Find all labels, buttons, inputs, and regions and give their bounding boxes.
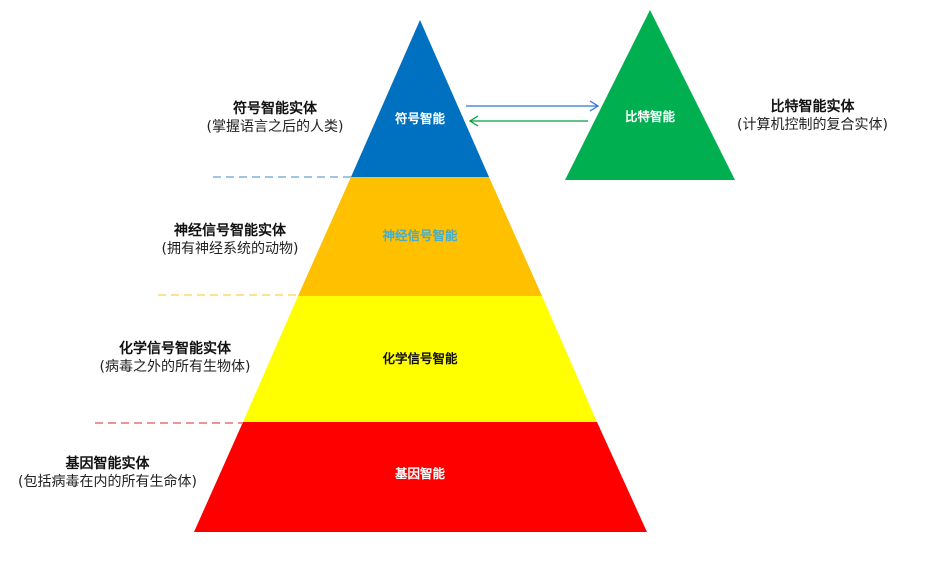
caption-bit: 比特智能实体 (计算机控制的复合实体) — [725, 98, 900, 134]
inner-label-chemical: 化学信号智能 — [382, 351, 458, 366]
layer-gene — [194, 422, 647, 532]
inner-label-bit: 比特智能 — [624, 109, 675, 124]
layer-chemical — [243, 296, 597, 422]
arrow-to-bit — [466, 100, 600, 112]
caption-chemical: 化学信号智能实体 (病毒之外的所有生物体) — [85, 340, 265, 376]
caption-title: 神经信号智能实体 — [174, 223, 286, 239]
caption-subtitle: (拥有神经系统的动物) — [161, 241, 299, 257]
caption-gene: 基因智能实体 (包括病毒在内的所有生命体) — [5, 455, 210, 491]
caption-title: 基因智能实体 — [65, 456, 150, 472]
caption-subtitle: (包括病毒在内的所有生命体) — [18, 474, 197, 490]
caption-title: 符号智能实体 — [233, 101, 317, 117]
inner-label-neural: 神经信号智能 — [382, 228, 458, 243]
caption-subtitle: (计算机控制的复合实体) — [737, 117, 888, 133]
caption-title: 比特智能实体 — [770, 99, 855, 115]
arrow-to-symbol — [468, 115, 588, 127]
caption-subtitle: (掌握语言之后的人类) — [206, 119, 344, 135]
caption-symbol: 符号智能实体 (掌握语言之后的人类) — [195, 100, 355, 136]
caption-subtitle: (病毒之外的所有生物体) — [99, 359, 251, 375]
bit-triangle — [565, 10, 735, 180]
caption-neural: 神经信号智能实体 (拥有神经系统的动物) — [145, 222, 315, 258]
layer-symbol — [351, 20, 489, 177]
inner-label-symbol: 符号智能 — [394, 111, 445, 126]
layer-neural — [298, 177, 542, 296]
caption-title: 化学信号智能实体 — [119, 341, 231, 357]
inner-label-gene: 基因智能 — [394, 466, 445, 481]
